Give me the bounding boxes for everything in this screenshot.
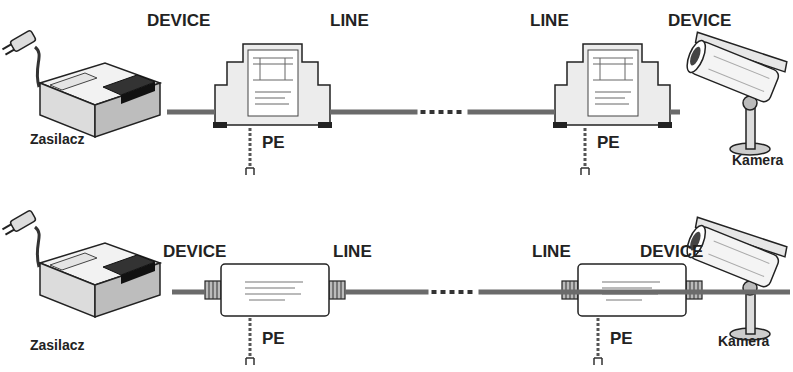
surge-protector: DEVICELINE <box>215 42 330 128</box>
surge-protector: LINEDEVICE <box>562 262 702 318</box>
port-label: LINE <box>333 243 372 260</box>
port-label: LINE <box>530 12 569 29</box>
port-label: LINE <box>330 12 369 29</box>
port-label: DEVICE <box>668 12 731 29</box>
cable <box>330 112 555 113</box>
port-label: DEVICE <box>147 12 210 29</box>
port-label: DEVICE <box>163 243 226 260</box>
port-label: DEVICE <box>640 243 703 260</box>
cable <box>345 292 562 293</box>
power-supply: Zasilacz <box>5 205 172 355</box>
cable <box>172 292 205 293</box>
camera: Kamera <box>680 215 790 333</box>
cable <box>670 112 680 113</box>
device-label: Zasilacz <box>30 338 84 352</box>
port-label: LINE <box>532 243 571 260</box>
camera: Kamera <box>680 25 790 170</box>
device-label: Zasilacz <box>30 132 84 146</box>
device-label: Kamera <box>718 334 769 348</box>
surge-protector: DEVICELINE <box>205 262 345 318</box>
cable <box>167 112 215 113</box>
power-supply: Zasilacz <box>5 20 167 148</box>
ground-label: PE <box>610 330 633 347</box>
device-label: Kamera <box>732 153 783 167</box>
ground-label: PE <box>262 134 285 151</box>
cable <box>562 292 790 293</box>
ground-label: PE <box>262 330 285 347</box>
ground-label: PE <box>597 134 620 151</box>
surge-protector: LINEDEVICE <box>555 42 670 128</box>
